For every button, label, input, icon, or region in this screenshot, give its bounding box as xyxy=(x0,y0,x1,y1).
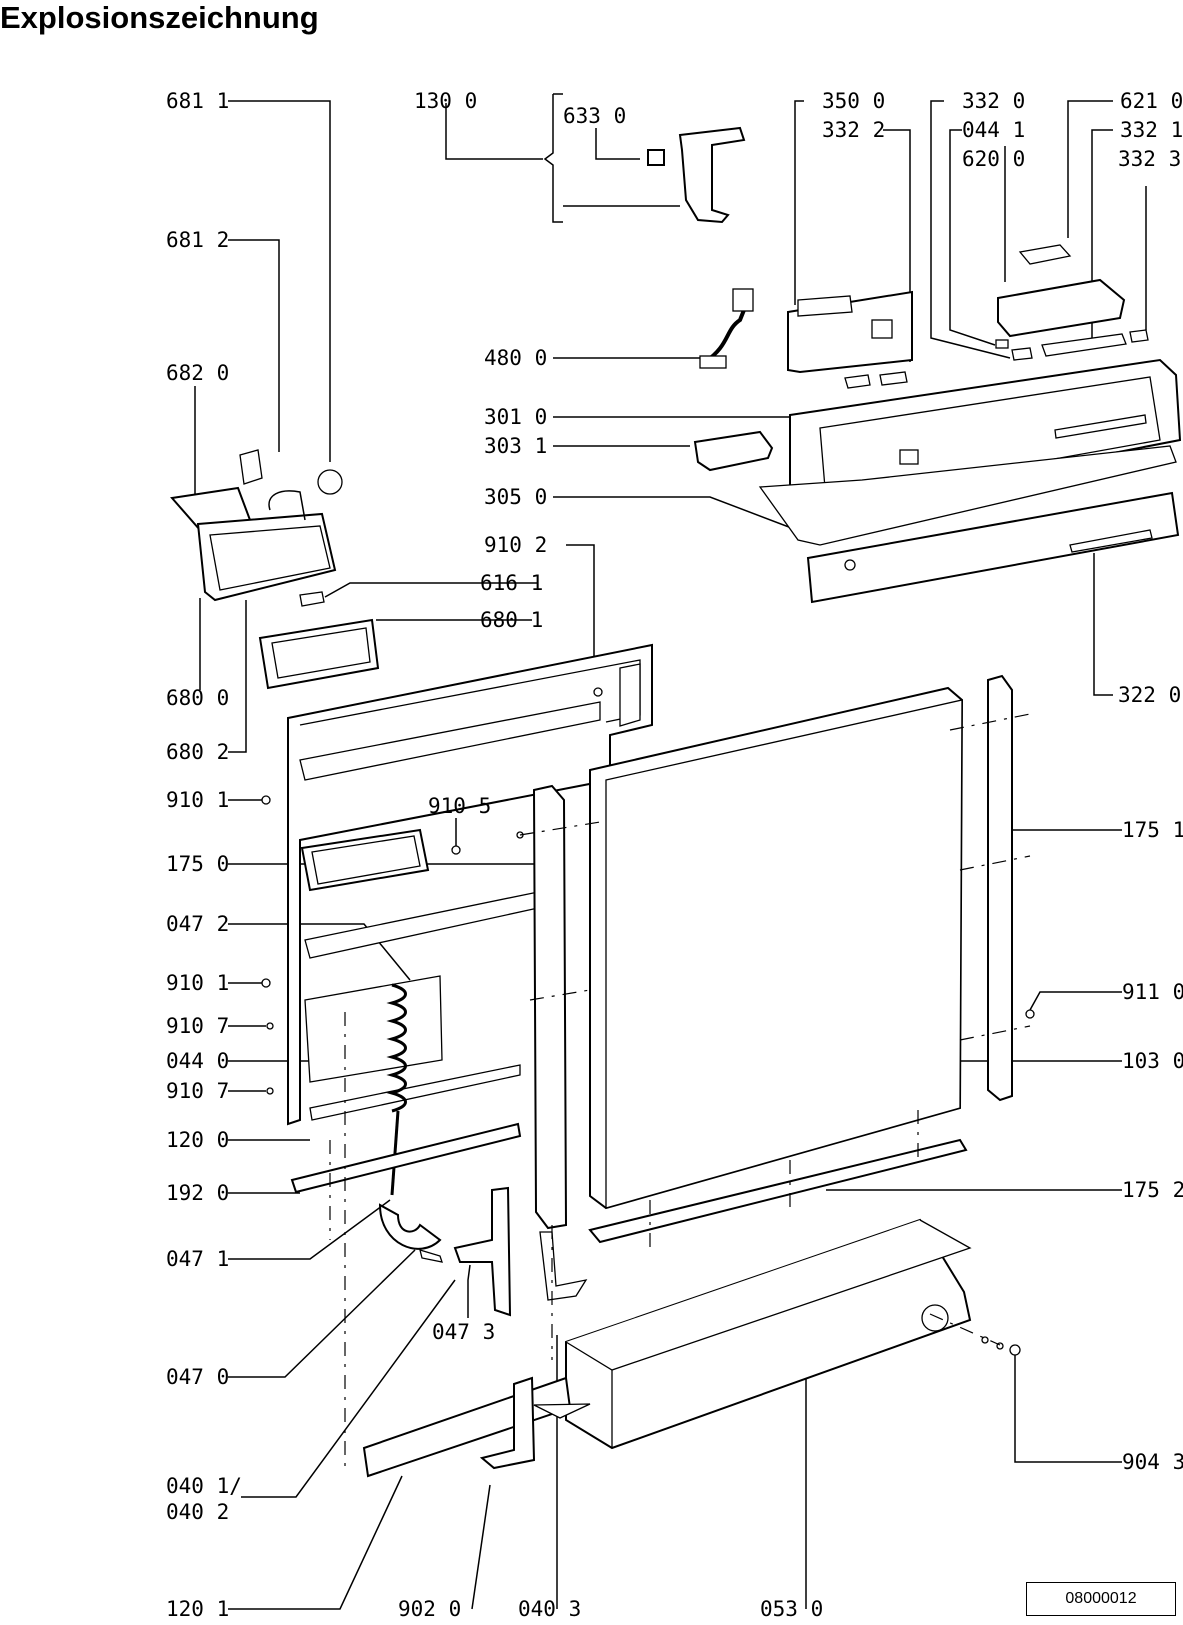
label-103-0: 103 0 xyxy=(1122,1049,1183,1073)
label-130-0: 130 0 xyxy=(414,89,478,113)
label-350-0: 350 0 xyxy=(822,89,886,113)
label-053-0: 053 0 xyxy=(760,1597,824,1621)
label-047-0: 047 0 xyxy=(166,1365,230,1389)
label-680-1: 680 1 xyxy=(480,608,544,632)
label-633-0: 633 0 xyxy=(563,104,627,128)
page-title: Explosionszeichnung xyxy=(0,0,319,35)
label-910-1b: 910 1 xyxy=(166,971,230,995)
label-175-1: 175 1 xyxy=(1122,818,1183,842)
label-910-7a: 910 7 xyxy=(166,1014,230,1038)
label-120-0: 120 0 xyxy=(166,1128,230,1152)
label-192-0: 192 0 xyxy=(166,1181,230,1205)
label-480-0: 480 0 xyxy=(484,346,548,370)
label-680-0: 680 0 xyxy=(166,686,230,710)
leader-lines xyxy=(194,93,1147,1610)
label-303-1: 303 1 xyxy=(484,434,548,458)
label-301-0: 301 0 xyxy=(484,405,548,429)
label-040-3: 040 3 xyxy=(518,1597,582,1621)
label-047-1: 047 1 xyxy=(166,1247,230,1271)
part-module-350 xyxy=(787,290,913,389)
part-bottomstrip-175-2 xyxy=(588,1138,968,1244)
label-047-2: 047 2 xyxy=(166,912,230,936)
part-dispenser-682 xyxy=(170,449,343,607)
part-kickplate-053 xyxy=(565,1218,1021,1450)
part-bracket-633 xyxy=(647,126,746,224)
part-door-103 xyxy=(589,686,964,1210)
label-681-1: 681 1 xyxy=(166,89,230,113)
label-044-1: 044 1 xyxy=(962,118,1026,142)
label-040-2: 040 2 xyxy=(166,1500,230,1524)
label-332-2: 332 2 xyxy=(822,118,886,142)
label-621-0: 621 0 xyxy=(1120,89,1183,113)
alignment-lines xyxy=(329,713,1031,1472)
part-spring-044 xyxy=(378,983,443,1263)
part-gasket-680 xyxy=(258,618,380,690)
label-902-0: 902 0 xyxy=(398,1597,462,1621)
label-682-0: 682 0 xyxy=(166,361,230,385)
document-number-box: 08000012 xyxy=(1026,1582,1176,1616)
label-047-3: 047 3 xyxy=(432,1320,496,1344)
part-cable-480 xyxy=(699,288,754,369)
label-322-0: 322 0 xyxy=(1118,683,1182,707)
label-910-5: 910 5 xyxy=(428,794,492,818)
label-620-0: 620 0 xyxy=(962,147,1026,171)
label-305-0: 305 0 xyxy=(484,485,548,509)
label-911-0: 911 0 xyxy=(1122,980,1183,1004)
label-616-1: 616 1 xyxy=(480,571,544,595)
part-innerdoor-120 xyxy=(287,643,653,1126)
part-handle-303 xyxy=(693,430,774,472)
label-332-0: 332 0 xyxy=(962,89,1026,113)
label-044-0: 044 0 xyxy=(166,1049,230,1073)
label-175-0: 175 0 xyxy=(166,852,230,876)
label-332-1: 332 1 xyxy=(1120,118,1183,142)
part-sidestrip-175-1 xyxy=(987,674,1013,1102)
label-175-2: 175 2 xyxy=(1122,1178,1183,1202)
part-keypad-620 xyxy=(995,244,1149,361)
label-904-3: 904 3 xyxy=(1122,1450,1183,1474)
part-sidestrip-175-0 xyxy=(532,784,568,1230)
part-panel-301 xyxy=(758,358,1182,546)
label-680-2: 680 2 xyxy=(166,740,230,764)
label-681-2: 681 2 xyxy=(166,228,230,252)
label-040-1: 040 1/ xyxy=(166,1474,242,1498)
label-120-1: 120 1 xyxy=(166,1597,230,1621)
part-bracket-120-1 xyxy=(362,1376,591,1478)
label-332-3: 332 3 xyxy=(1118,147,1182,171)
part-frontpanel-322 xyxy=(806,491,1180,604)
screws xyxy=(261,687,1035,1095)
part-rail-192 xyxy=(290,1122,522,1194)
label-910-7b: 910 7 xyxy=(166,1079,230,1103)
label-910-1a: 910 1 xyxy=(166,788,230,812)
label-910-2: 910 2 xyxy=(484,533,548,557)
